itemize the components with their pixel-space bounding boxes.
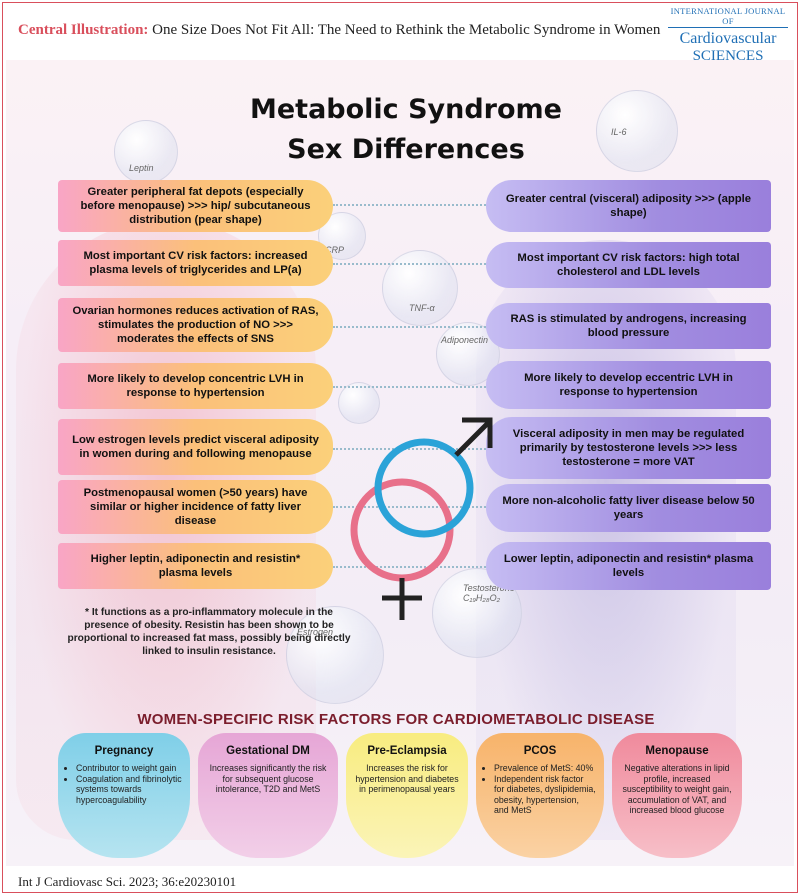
- adiponectin-label: Adiponectin: [441, 335, 489, 345]
- risk-card-pregnancy: Pregnancy Contributor to weight gain Coa…: [58, 733, 190, 858]
- risk-factors-title: WOMEN-SPECIFIC RISK FACTORS FOR CARDIOME…: [137, 711, 655, 728]
- men-item-7: Lower leptin, adiponectin and resistin* …: [486, 542, 771, 590]
- journal-logo-line2: Cardiovascular: [679, 30, 777, 47]
- main-title: Metabolic Syndrome Sex Differences: [186, 90, 626, 170]
- tnf-label: TNF-α: [409, 303, 435, 313]
- gestational-title: Gestational DM: [226, 745, 310, 757]
- pregnancy-title: Pregnancy: [94, 745, 154, 757]
- testosterone-bubble: Testosterone C₁₉H₂₈O₂: [432, 568, 522, 658]
- connector-7: [333, 566, 486, 568]
- men-item-5: Visceral adiposity in men may be regulat…: [486, 417, 771, 479]
- women-item-4: More likely to develop concentric LVH in…: [58, 363, 333, 409]
- connector-3: [333, 326, 486, 328]
- connector-1: [333, 204, 486, 206]
- menopause-text: Negative alterations in lipid profile, i…: [622, 763, 732, 815]
- sex-symbols: [350, 417, 493, 620]
- risk-card-pcos: PCOS Prevalence of MetS: 40% Independent…: [476, 733, 604, 858]
- men-item-2: Most important CV risk factors: high tot…: [486, 242, 771, 288]
- men-item-1: Greater central (visceral) adiposity >>>…: [486, 180, 771, 232]
- connector-4: [333, 386, 486, 388]
- men-item-6: More non-alcoholic fatty liver disease b…: [486, 484, 771, 532]
- male-symbol-icon: [374, 417, 493, 538]
- eclampsia-text: Increases the risk for hypertension and …: [355, 763, 459, 794]
- connector-5: [333, 448, 486, 450]
- female-symbol-icon: [350, 478, 454, 620]
- men-item-3: RAS is stimulated by androgens, increasi…: [486, 303, 771, 349]
- citation-footer: Int J Cardiovasc Sci. 2023; 36:e20230101: [18, 874, 237, 889]
- women-item-1: Greater peripheral fat depots (especiall…: [58, 180, 333, 232]
- resistin-footnote: * It functions as a pro-inflammatory mol…: [67, 607, 351, 657]
- menopause-title: Menopause: [645, 745, 709, 757]
- main-title-line2: Sex Differences: [287, 134, 525, 165]
- header: Central Illustration: One Size Does Not …: [0, 0, 800, 64]
- pregnancy-item: Contributor to weight gain: [76, 763, 182, 774]
- connector-6: [333, 506, 486, 508]
- pcos-item: Independent risk factor for diabetes, dy…: [494, 774, 596, 816]
- illustration-title: Central Illustration: One Size Does Not …: [18, 22, 660, 39]
- resistin-bubble: [338, 382, 380, 424]
- pcos-title: PCOS: [523, 745, 557, 757]
- risk-card-menopause: Menopause Negative alterations in lipid …: [612, 733, 742, 858]
- crp-label: CRP: [325, 245, 345, 255]
- estrogen-bubble: Estrogen: [286, 606, 384, 704]
- testosterone-label: Testosterone C₁₉H₂₈O₂: [463, 583, 515, 603]
- women-item-3: Ovarian hormones reduces activation of R…: [58, 298, 333, 352]
- risk-card-gestational-dm: Gestational DM Increases significantly t…: [198, 733, 338, 858]
- women-item-2: Most important CV risk factors: increase…: [58, 240, 333, 286]
- il6-label: IL-6: [611, 127, 627, 137]
- il6-bubble: IL-6: [596, 90, 678, 172]
- tnf-bubble: TNF-α: [382, 250, 458, 326]
- journal-logo: INTERNATIONAL JOURNAL OF Cardiovascular …: [668, 6, 788, 65]
- leptin-bubble: Leptin: [114, 120, 178, 184]
- journal-logo-line1: INTERNATIONAL JOURNAL OF: [668, 6, 788, 28]
- connector-2: [333, 263, 486, 265]
- women-item-7: Higher leptin, adiponectin and resistin*…: [58, 543, 333, 589]
- central-illustration-label: Central Illustration:: [18, 22, 149, 38]
- main-title-line1: Metabolic Syndrome: [249, 94, 562, 125]
- pregnancy-item: Coagulation and fibrinolytic systems tow…: [76, 774, 182, 806]
- estrogen-label: Estrogen: [297, 627, 334, 637]
- leptin-label: Leptin: [129, 163, 154, 173]
- illustration-title-text: One Size Does Not Fit All: The Need to R…: [152, 22, 661, 38]
- risk-card-pre-eclampsia: Pre-Eclampsia Increases the risk for hyp…: [346, 733, 468, 858]
- women-item-6: Postmenopausal women (>50 years) have si…: [58, 480, 333, 534]
- illustration-panel: Leptin IL-6 CRP TNF-α Adiponectin Estrog…: [6, 60, 794, 866]
- women-item-5: Low estrogen levels predict visceral adi…: [58, 419, 333, 475]
- gestational-text: Increases significantly the risk for sub…: [209, 763, 327, 794]
- men-item-4: More likely to develop eccentric LVH in …: [486, 361, 771, 409]
- pcos-item: Prevalence of MetS: 40%: [494, 763, 596, 774]
- eclampsia-title: Pre-Eclampsia: [367, 745, 447, 757]
